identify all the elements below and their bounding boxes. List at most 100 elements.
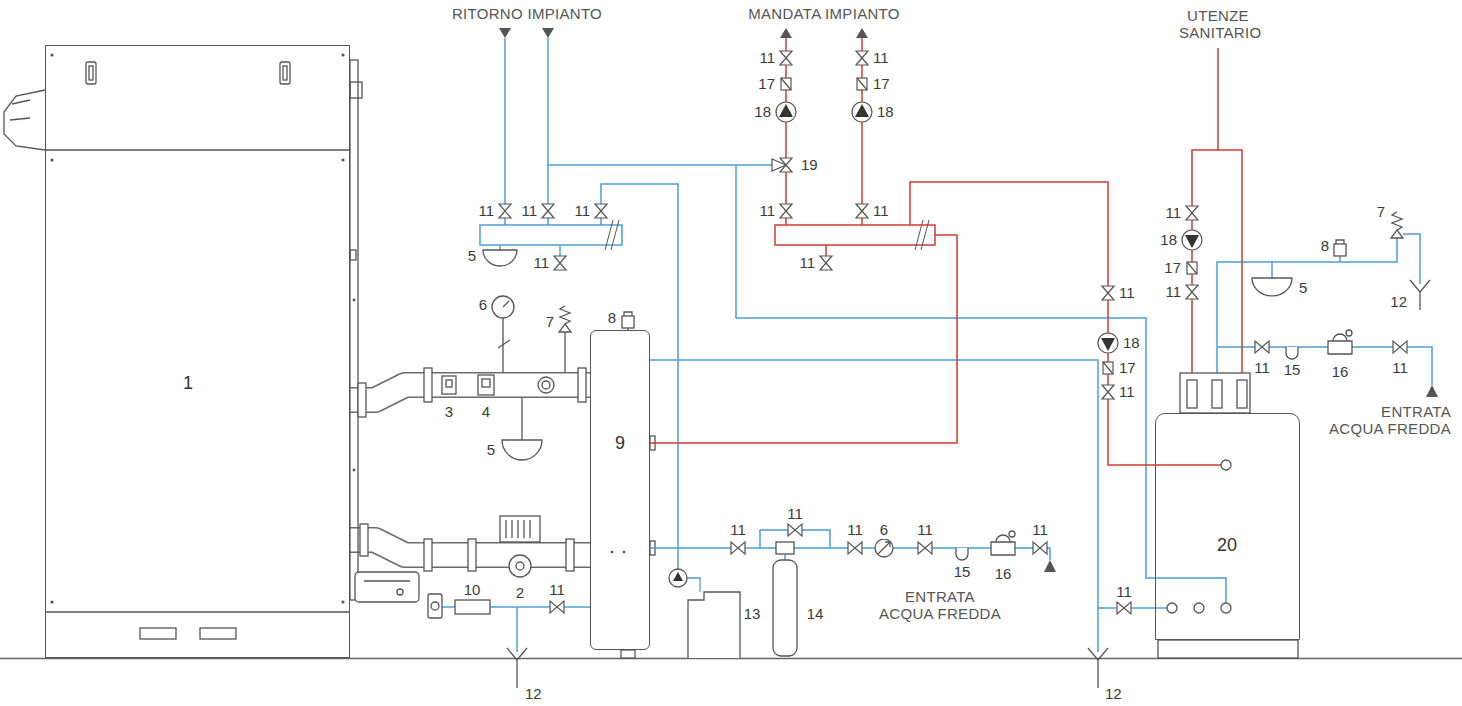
- callout-number: 19: [800, 156, 819, 173]
- callout-number: 13: [743, 605, 762, 622]
- callout-number: 7: [545, 313, 555, 330]
- callout-number: 17: [1118, 359, 1137, 376]
- boiler-detail: [350, 82, 362, 98]
- hot-pipe: [825, 245, 827, 256]
- safety-valve: [559, 306, 571, 372]
- callout-number: 11: [520, 202, 538, 219]
- callout-number: 16: [1331, 363, 1350, 380]
- dosing-unit: [669, 569, 687, 587]
- callout-number: 17: [757, 75, 776, 92]
- pipe-fitting: [446, 380, 452, 387]
- pipe-heading: UTENZE SANITARIO: [1178, 7, 1258, 42]
- callout-number: 11: [872, 49, 890, 66]
- callout-number: 10: [463, 581, 482, 598]
- filter: [431, 602, 439, 610]
- callout-number: 4: [481, 403, 491, 420]
- filter: [455, 600, 490, 614]
- callout-number: 18: [753, 103, 772, 120]
- shutoff-valve: [1117, 602, 1131, 614]
- callout-number: 12: [1104, 685, 1123, 702]
- cold-pipe: [677, 548, 679, 569]
- callout-number: 15: [1283, 361, 1302, 378]
- boiler-detail: [280, 62, 290, 84]
- callout-number: 11: [729, 521, 747, 538]
- water-softener: [773, 542, 797, 656]
- boiler-detail: [86, 62, 96, 84]
- hydraulic-separator: 9: [590, 330, 650, 650]
- callout-number: 11: [477, 202, 495, 219]
- flow-arrow: [499, 28, 511, 38]
- callout-number: 5: [486, 441, 496, 458]
- drain-funnel: [1410, 280, 1430, 310]
- collector: [480, 225, 622, 245]
- boiler-detail: [4, 90, 45, 150]
- safety-valve: [1391, 212, 1403, 238]
- boiler-pipes: [350, 385, 590, 555]
- callout-number: 11: [573, 202, 591, 219]
- pressure-gauge: [503, 301, 509, 307]
- expansion-vessel: [483, 250, 517, 266]
- pipe-fitting: [478, 375, 494, 395]
- tank-detail: [1180, 373, 1250, 413]
- boiler-detail: [283, 66, 287, 80]
- pipe-fitting: [358, 368, 655, 658]
- shutoff-valve: [1186, 206, 1198, 220]
- callout-number: 5: [1298, 279, 1308, 296]
- water-softener: [776, 542, 794, 554]
- shutoff-valve: [780, 51, 792, 65]
- callout-number: 1: [183, 373, 193, 394]
- water-meter: [878, 542, 890, 554]
- dosing-unit: [673, 572, 683, 581]
- flow-arrow: [1044, 560, 1056, 572]
- callout-number: 11: [548, 581, 566, 598]
- cold-pipe: [736, 165, 1226, 603]
- expansion-vessel: [521, 398, 522, 440]
- collector: [605, 220, 619, 250]
- shutoff-valve: [848, 542, 862, 554]
- shutoff-valve: [856, 204, 868, 218]
- shutoff-valve: [1186, 285, 1198, 299]
- circulation-pump: [776, 102, 1202, 353]
- callout-number: 11: [1118, 383, 1136, 400]
- boiler-detail: [341, 600, 344, 603]
- cold-pipe: [442, 38, 1432, 652]
- collector: [775, 225, 935, 245]
- tank-detail: [1212, 380, 1222, 408]
- safety-valve: [564, 332, 565, 372]
- water-meter: [875, 539, 893, 557]
- flow-arrow: [780, 28, 792, 38]
- air-vent: [622, 312, 634, 330]
- shutoff-valve: [856, 51, 868, 65]
- shutoff-valve: [820, 256, 832, 270]
- tank-detail: [1167, 603, 1177, 613]
- boiler-detail: [341, 158, 344, 161]
- flow-arrow: [1426, 385, 1438, 397]
- shutoff-valve: [1102, 385, 1114, 399]
- callout-number: 5: [467, 247, 477, 264]
- shutoff-valve: [1255, 341, 1269, 353]
- strainer: [956, 347, 1298, 560]
- callout-number: 12: [524, 685, 543, 702]
- hot-pipe: [785, 38, 787, 225]
- shutoff-valve: [550, 601, 564, 613]
- pressure-gauge: [492, 296, 514, 318]
- drain-funnel: [507, 280, 1430, 688]
- drain-funnel: [1088, 648, 1108, 688]
- pipe-fitting: [358, 383, 366, 417]
- callout-number: 18: [876, 103, 895, 120]
- pipe-heading: ENTRATA ACQUA FREDDA: [1326, 403, 1452, 438]
- air-vent: [624, 312, 632, 316]
- air-vent: [1334, 240, 1346, 256]
- separator-detail: [611, 551, 614, 554]
- pipe-fitting: [621, 650, 635, 658]
- pipe-heading: ENTRATA ACQUA FREDDA: [877, 588, 1003, 623]
- callout-number: 6: [478, 296, 488, 313]
- callout-number: 8: [607, 309, 617, 326]
- callout-number: 11: [798, 254, 816, 271]
- expansion-vessel: [1252, 278, 1292, 296]
- expansion-vessel: [502, 440, 542, 460]
- shutoff-valve: [918, 542, 932, 554]
- pipe-fitting: [482, 379, 490, 387]
- tank-detail: [1187, 380, 1197, 408]
